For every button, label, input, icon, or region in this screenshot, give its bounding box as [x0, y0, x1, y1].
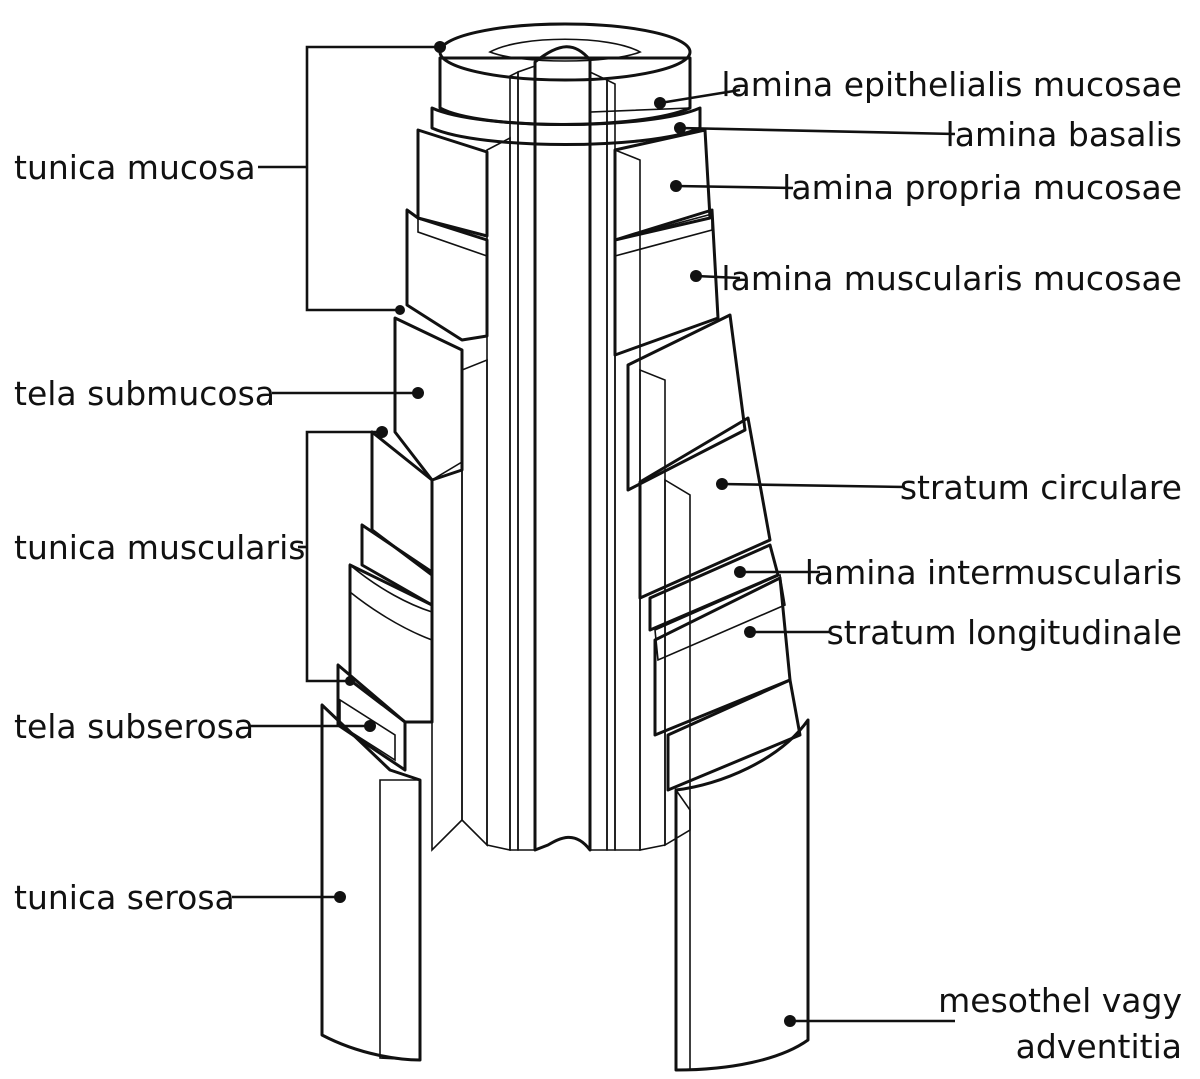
label-tela-submucosa: tela submucosa [14, 374, 275, 413]
label-lamina-basalis: lamina basalis [946, 115, 1182, 154]
label-lamina-intermuscularis: lamina intermuscularis [805, 553, 1182, 592]
label-tela-subserosa: tela subserosa [14, 707, 254, 746]
label-lamina-epithelialis: lamina epithelialis mucosae [721, 65, 1182, 104]
lumen-mucosal-folds [535, 47, 590, 850]
labels-right: lamina epithelialis mucosae lamina basal… [721, 65, 1182, 1066]
label-stratum-circulare: stratum circulare [900, 468, 1182, 507]
layer-subserosa [338, 665, 800, 790]
layer-muscularis-mucosae [407, 210, 718, 355]
label-tunica-muscularis: tunica muscularis [14, 528, 305, 567]
leader-dots [334, 41, 796, 1027]
layer-intermuscularis [362, 525, 778, 630]
label-mesothel-line1: mesothel vagy [938, 981, 1182, 1020]
layer-epithelium [440, 24, 690, 125]
label-mesothel-line2: adventitia [1016, 1027, 1182, 1066]
label-stratum-longitudinale: stratum longitudinale [827, 613, 1182, 652]
cut-face-left [432, 66, 535, 850]
label-tunica-mucosa: tunica mucosa [14, 148, 256, 187]
label-lamina-propria: lamina propria mucosae [782, 168, 1182, 207]
labels-left: tunica mucosa tela submucosa tunica musc… [14, 148, 305, 917]
layer-submucosa [395, 315, 745, 490]
label-tunica-serosa: tunica serosa [14, 878, 235, 917]
label-lamina-muscularis: lamina muscularis mucosae [721, 259, 1182, 298]
